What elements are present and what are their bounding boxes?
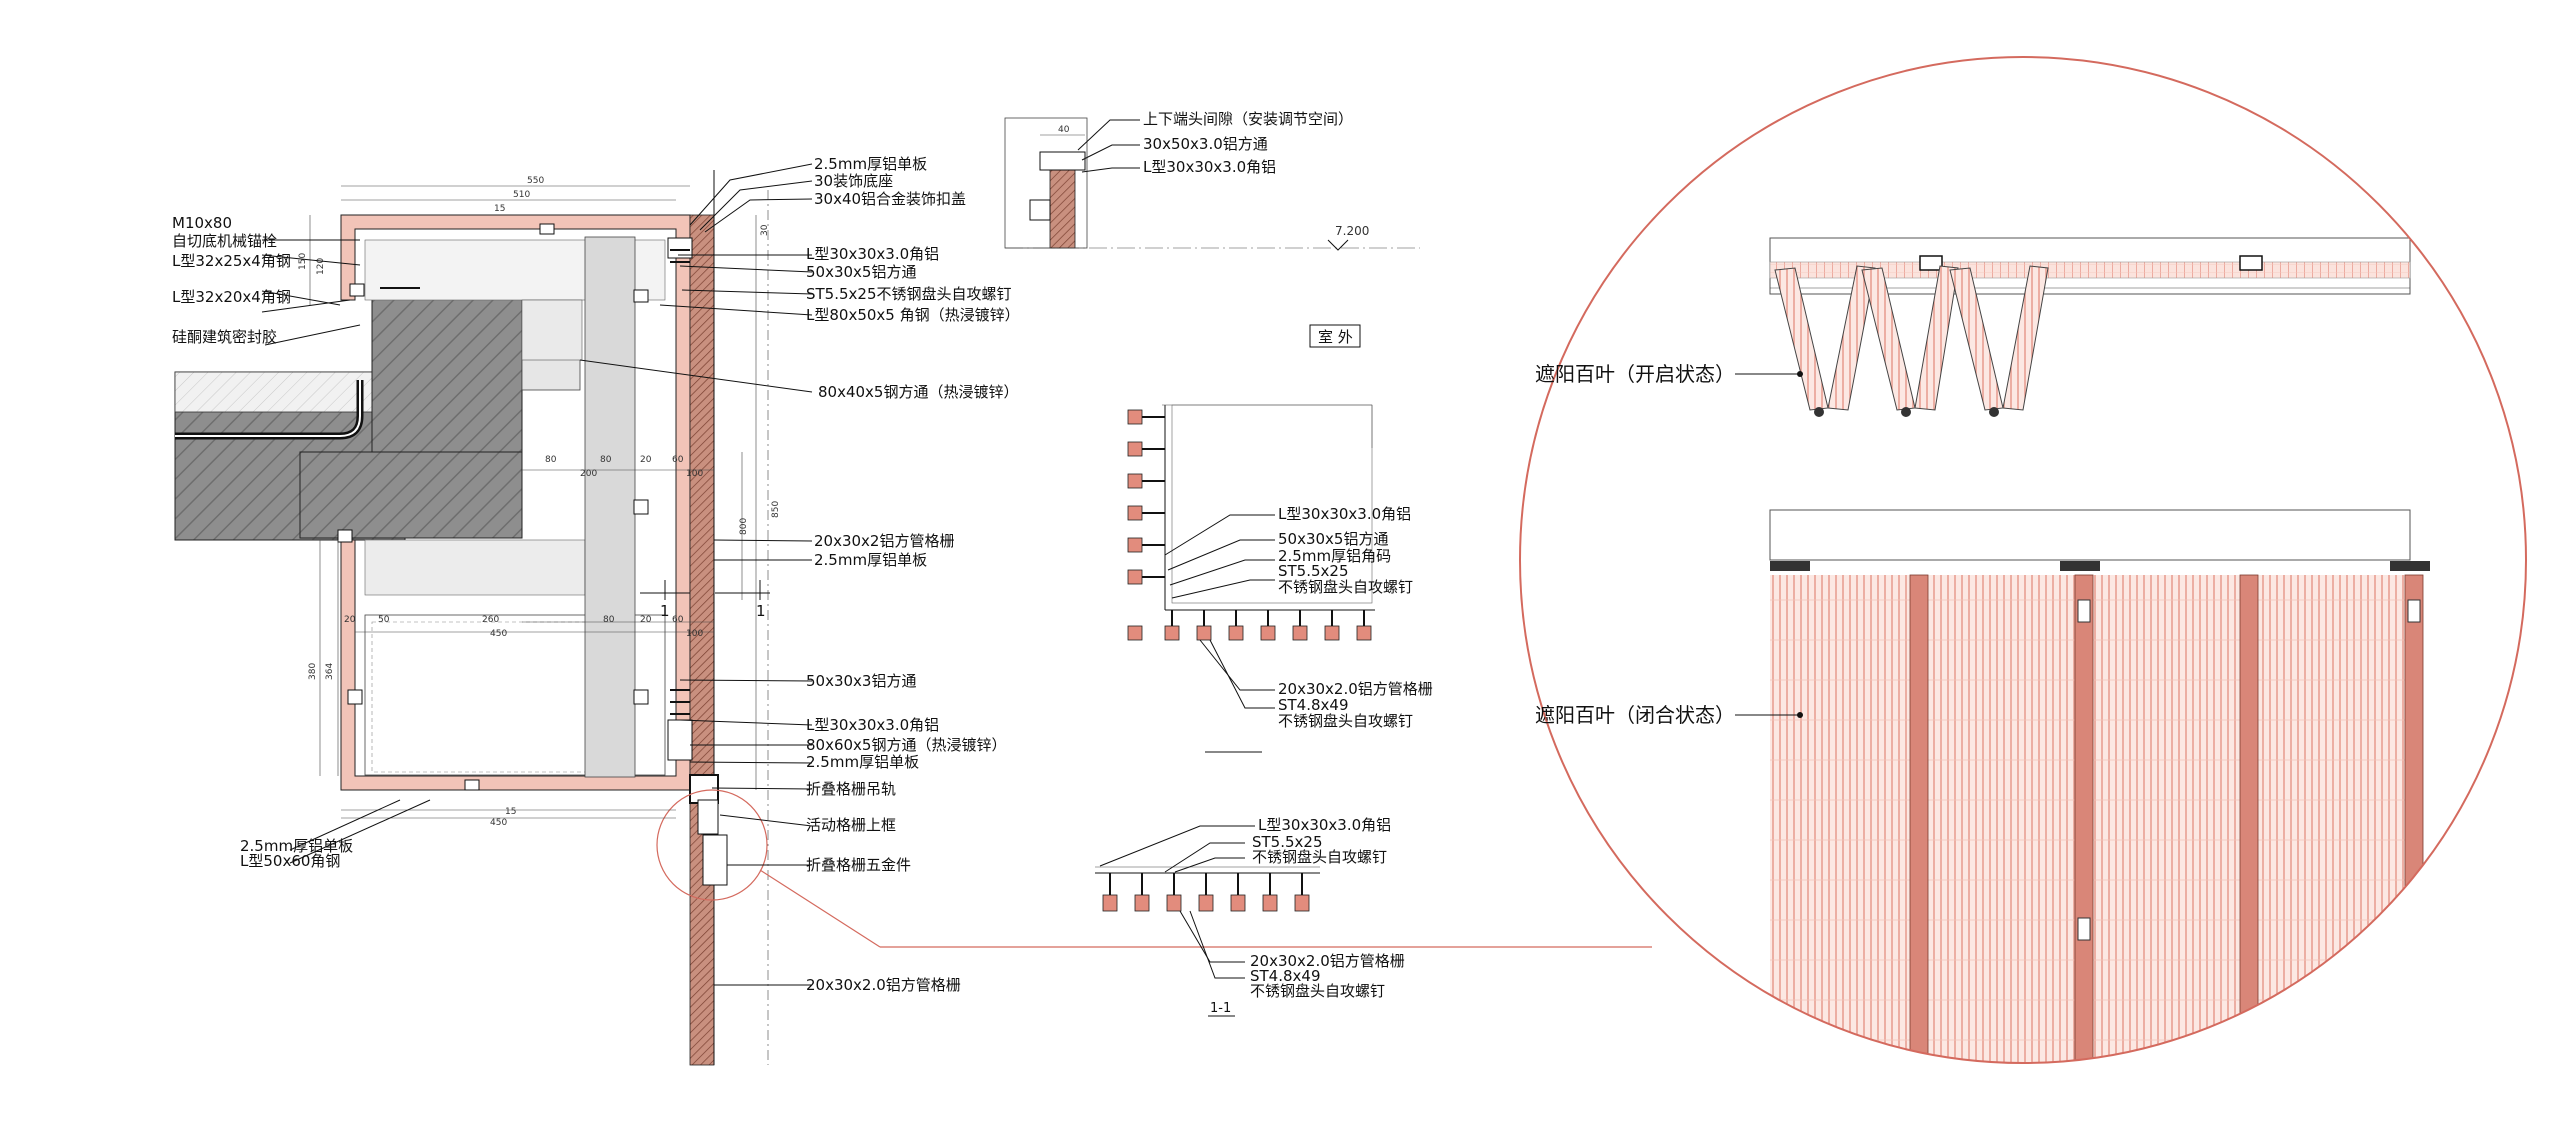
middle-labels: 2.5mm厚铝单板 30装饰底座 30x40铝合金装饰扣盖 L型30x30x3.… [806,155,1020,994]
label-tube-30x50: 30x50x3.0铝方通 [1143,135,1268,153]
label-tube-50x30: 50x30x5铝方通 [806,263,916,281]
section-label-screw: 不锈钢盘头自攻螺钉 [1252,848,1387,866]
detail-callout-small [656,789,768,901]
label-track: 折叠格栅吊轨 [806,780,896,798]
plan-label-screw: 不锈钢盘头自攻螺钉 [1278,578,1413,596]
dim-15a: 15 [494,204,505,214]
label-grille-bottom: 20x30x2.0铝方管格栅 [806,976,961,994]
dim-60b: 60 [672,615,684,625]
dim-364: 364 [325,663,335,680]
dim-50: 50 [378,615,390,625]
label-trim-cover: 30x40铝合金装饰扣盖 [814,190,966,208]
magnified-detail: 遮阳百叶（开启状态） 遮阳百叶（闭合状态） [1519,56,2527,1064]
label-grille-20x30: 20x30x2铝方管格栅 [814,532,954,550]
leader-lines-main [261,163,813,986]
label-panel-bottom: 2.5mm厚铝单板 [240,837,353,855]
plan-grille-tubes [1127,409,1372,641]
open-louvers [1774,265,2049,411]
dim-260: 260 [482,615,499,625]
slab-top-layer [174,371,386,413]
label-sealant: 硅酮建筑密封胶 [172,328,277,346]
section-mark-1a: 1 [660,602,670,620]
section-label-screw2: 不锈钢盘头自攻螺钉 [1250,982,1385,1000]
label-tube-50x30x3: 50x30x3铝方通 [806,672,916,690]
folding-track [689,774,719,804]
plan-detail: L型30x30x3.0角铝 50x30x5铝方通 2.5mm厚铝角码 ST5.5… [1127,404,1433,753]
label-angle-30-a: L型30x30x3.0角铝 [1143,158,1276,176]
left-labels: M10x80 自切底机械锚栓 L型32x25x4角钢 L型32x20x4角钢 硅… [172,214,353,870]
section-mark-1b: 1 [756,602,766,620]
outdoor-tag [1309,324,1361,348]
dim-450a: 450 [490,629,507,639]
dim-550: 550 [527,176,544,186]
plan-label-grille: 20x30x2.0铝方管格栅 [1278,680,1433,698]
label-al-panel: 2.5mm厚铝单板 [814,155,927,173]
level-7200: 7.200 [1335,224,1369,238]
section-1-1: L型30x30x3.0角铝 ST5.5x25 不锈钢盘头自攻螺钉 20x30x2… [1095,816,1405,1017]
label-angle-50x60: L型50x60角钢 [240,852,340,870]
dim-380: 380 [308,663,318,680]
label-trim-base: 30装饰底座 [814,172,893,190]
dim-200: 200 [580,469,597,479]
dim-450b: 450 [490,818,507,828]
dim-150: 150 [298,253,308,270]
dim-20c: 20 [640,615,652,625]
dim-60a: 60 [672,455,684,465]
label-louver-open: 遮阳百叶（开启状态） [1535,362,1735,386]
dim-120: 120 [316,258,326,275]
label-screw-st55: ST5.5x25不锈钢盘头自攻螺钉 [806,285,1012,303]
dim-850: 850 [771,501,781,518]
label-gap-note: 上下端头间隙（安装调节空间） [1143,110,1353,128]
section-label-grille: 20x30x2.0铝方管格栅 [1250,952,1405,970]
plan-label-tube: 50x30x5铝方通 [1278,530,1388,548]
plan-label-st48: ST4.8x49 [1278,696,1349,714]
section-title: 1-1 [1210,1001,1231,1016]
label-panel-low: 2.5mm厚铝单板 [806,753,919,771]
label-hardware: 折叠格栅五金件 [806,856,911,874]
top-detail: 40 7.200 上下端头间隙（安装调节空间） 30x50x3.0铝方通 L型3… [1004,110,1420,348]
callout-circle [1519,56,2527,1064]
label-anchor-a: M10x80 [172,214,232,232]
label-angle-32x20: L型32x20x4角钢 [172,288,291,306]
label-anchor-b: 自切底机械锚栓 [172,232,277,250]
label-louver-closed: 遮阳百叶（闭合状态） [1535,703,1735,727]
dim-20b: 20 [344,615,356,625]
label-angle-80: L型80x50x5 角钢（热浸镀锌） [806,306,1020,324]
facade-grille-wall [689,214,715,1066]
label-steel-80x40: 80x40x5钢方通（热浸镀锌） [818,383,1018,401]
section-label-angle: L型30x30x3.0角铝 [1258,816,1391,834]
label-frame: 活动格栅上框 [806,816,896,834]
dim-510: 510 [513,190,530,200]
label-angle-30-c: L型30x30x3.0角铝 [806,716,939,734]
section-grille-tubes [1102,894,1310,912]
dim-30: 30 [760,224,770,236]
label-angle-32x25: L型32x25x4角钢 [172,252,291,270]
label-panel-mid: 2.5mm厚铝单板 [814,551,927,569]
dim-80c: 80 [603,615,615,625]
plan-label-screw2: 不锈钢盘头自攻螺钉 [1278,712,1413,730]
label-steel-80x60: 80x60x5钢方通（热浸镀锌） [806,736,1006,754]
dim-100a: 100 [686,469,703,479]
main-section: 550 510 15 80 80 20 60 200 100 20 50 260… [174,170,1652,1066]
plan-label-code: 2.5mm厚铝角码 [1278,547,1391,565]
steel-post [584,236,636,778]
section-label-st48: ST4.8x49 [1250,967,1321,985]
plan-label-st: ST5.5x25 [1278,562,1349,580]
dim-80a: 80 [545,455,557,465]
closed-posts [1909,574,2424,1063]
dim-800: 800 [739,518,749,535]
dim-40: 40 [1058,125,1070,135]
label-outdoor: 室 外 [1318,328,1353,346]
section-label-st: ST5.5x25 [1252,833,1323,851]
fixing-brackets [337,223,693,791]
plan-label-angle: L型30x30x3.0角铝 [1278,505,1411,523]
dim-80b: 80 [600,455,612,465]
label-angle-30-b: L型30x30x3.0角铝 [806,245,939,263]
dim-100b: 100 [686,629,703,639]
closed-track-blocks [1770,561,2430,571]
dim-15b: 15 [505,807,516,817]
dim-20a: 20 [640,455,652,465]
